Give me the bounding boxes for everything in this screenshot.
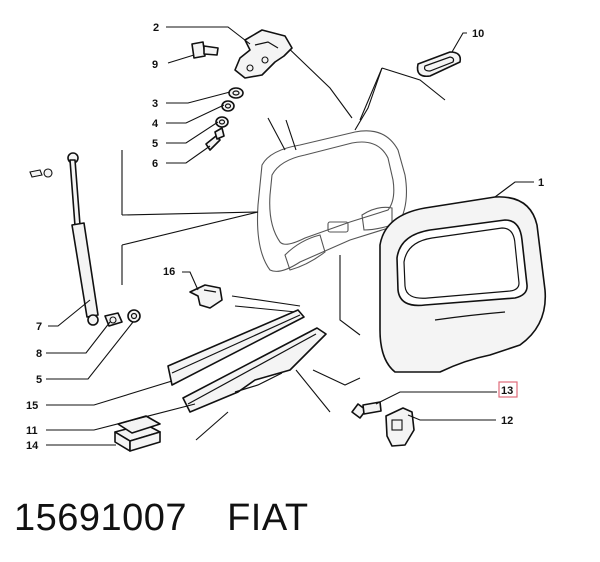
callout-leaders	[46, 26, 534, 446]
callout-15: 15	[26, 400, 38, 412]
lower-trim-panel	[182, 327, 327, 413]
callout-10: 10	[472, 28, 484, 40]
washer-3	[228, 87, 244, 99]
callout-6: 6	[152, 158, 158, 170]
washer-4	[221, 100, 235, 112]
callout-1: 1	[538, 177, 544, 189]
upper-trim-strip	[167, 309, 305, 386]
callout-5-upper: 5	[152, 138, 158, 150]
callout-3: 3	[152, 98, 158, 110]
brand-name: FIAT	[227, 496, 309, 539]
callout-12: 12	[501, 415, 513, 427]
hinge-bolt	[191, 41, 219, 59]
callout-2: 2	[153, 22, 159, 34]
callout-9: 9	[152, 59, 158, 71]
part-caption: 15691007 FIAT	[14, 494, 309, 542]
trim-clip	[189, 284, 223, 309]
callout-14: 14	[26, 440, 39, 452]
washer-5-lower	[127, 309, 141, 323]
washer-5-upper	[215, 116, 229, 128]
tailgate-latch	[385, 407, 415, 447]
part-number: 15691007	[14, 496, 188, 539]
third-brake-lamp	[416, 51, 462, 78]
callout-5-lower: 5	[36, 374, 42, 386]
highlight-box-13	[498, 381, 518, 398]
tailgate-frame-outline	[257, 130, 407, 272]
callout-7: 7	[36, 321, 42, 333]
construction-lines	[121, 39, 446, 441]
callout-4: 4	[152, 118, 159, 130]
callout-labels: 1 2 9 10 3 4 5 6 16 7 8 5 15 11 14 12 13	[26, 22, 544, 452]
exploded-parts-diagram: 1 2 9 10 3 4 5 6 16 7 8 5 15 11 14 12 13	[26, 22, 547, 452]
callout-13: 13	[501, 385, 513, 397]
gas-strut	[29, 152, 99, 326]
callout-8: 8	[36, 348, 42, 360]
adhesive-pads	[114, 415, 161, 452]
tailgate-panel	[379, 196, 547, 373]
hinge-bracket	[234, 29, 293, 79]
screw-13	[351, 401, 382, 419]
callout-11: 11	[26, 425, 38, 437]
callout-16: 16	[163, 266, 175, 278]
strut-pin-8	[104, 312, 123, 327]
